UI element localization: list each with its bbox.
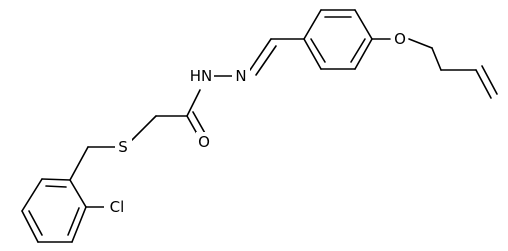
bond-o-allyl-start: [408, 38, 433, 49]
bond-o-ch2: [431, 47, 442, 71]
bond-ring2-1: [303, 9, 322, 40]
bond-ring2-inner-c: [310, 38, 326, 63]
bond-allyl-2b: [481, 65, 498, 95]
bond-allyl-2a: [475, 69, 492, 99]
bond-co-b: [192, 111, 207, 136]
bonds: [21, 9, 498, 243]
atom-carbonyl-oxygen: O: [198, 133, 210, 151]
bond-ring2-3: [354, 9, 373, 40]
atom-ether-oxygen: O: [394, 30, 406, 48]
bond-ring1-1: [41, 178, 71, 181]
bond-ring2-6: [303, 38, 322, 70]
bond-ring2-4: [354, 38, 373, 70]
atom-sulfur: S: [118, 138, 128, 156]
bond-ring1-5: [21, 210, 39, 243]
bond-benzyl-ch2: [69, 146, 89, 181]
bond-c-nh: [186, 89, 201, 117]
atom-labels: S O HN N O Cl: [104, 29, 409, 217]
bond-ring1-6: [21, 178, 43, 212]
atom-chlorine: Cl: [110, 198, 125, 216]
bond-n-ch-b: [255, 45, 277, 76]
bond-ring1-inner-c: [28, 210, 43, 236]
bond-ring1-inner-b: [67, 207, 80, 236]
atom-amide-nitrogen: HN: [190, 67, 213, 85]
bond-ring2-inner-b: [350, 38, 366, 63]
bond-ring1-inner-a: [45, 185, 67, 188]
atom-imine-nitrogen: N: [235, 67, 246, 85]
bond-n-ch-a: [249, 38, 272, 71]
bond-ring1-2: [69, 179, 87, 208]
bond-ring1-3: [71, 206, 87, 243]
bond-s-ch2: [131, 115, 157, 141]
